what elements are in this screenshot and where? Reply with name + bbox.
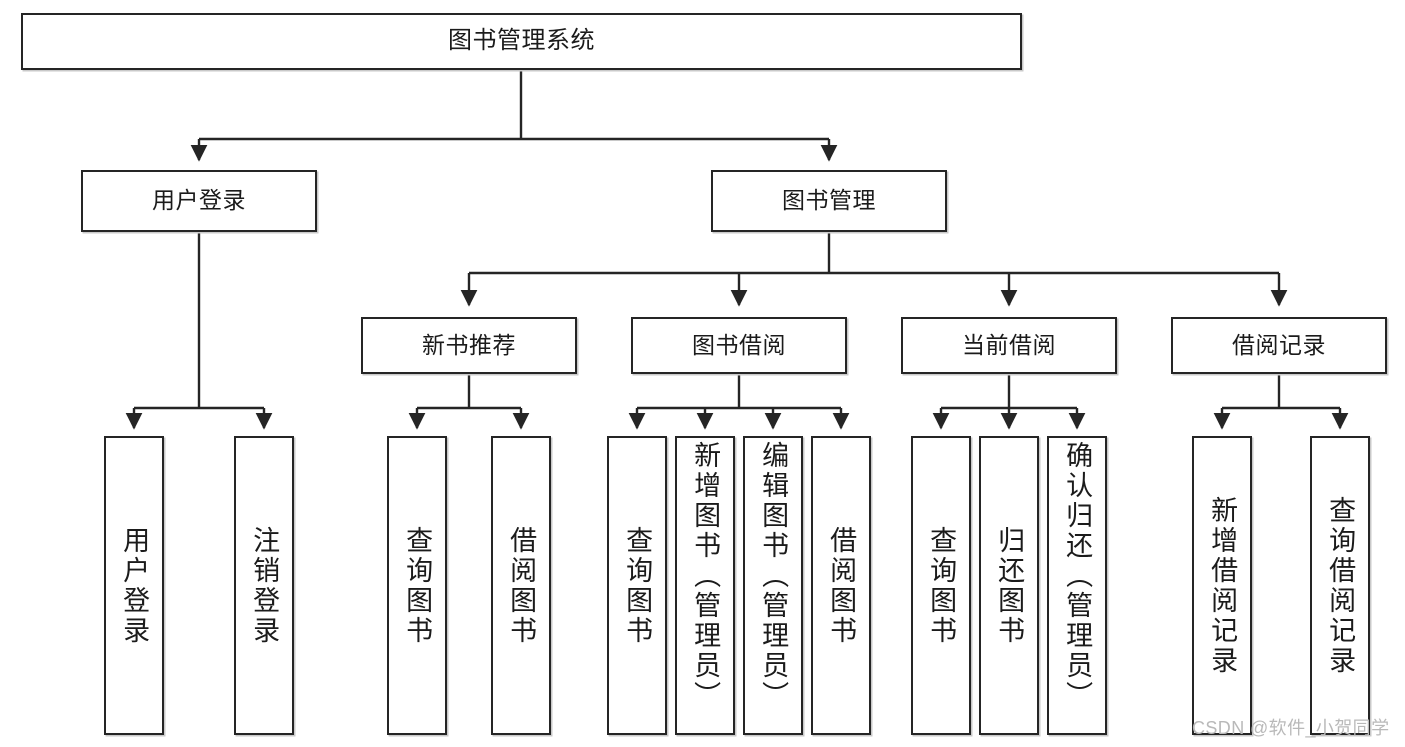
- node-label: 用户登录: [119, 525, 150, 646]
- node-label: 借阅图书: [826, 525, 857, 646]
- leaf-query-book-borrow[interactable]: 查询图书: [607, 436, 667, 735]
- node-label: 查询图书: [402, 525, 433, 646]
- leaf-query-book-current[interactable]: 查询图书: [911, 436, 971, 735]
- node-root-book-management-system[interactable]: 图书管理系统: [21, 13, 1022, 70]
- node-label: 借阅图书: [506, 525, 537, 646]
- leaf-edit-book-admin[interactable]: 编辑图书（管理员）: [743, 436, 803, 735]
- node-label: 图书管理系统: [448, 27, 595, 55]
- leaf-query-book-recommend[interactable]: 查询图书: [387, 436, 447, 735]
- node-current-borrow[interactable]: 当前借阅: [901, 317, 1117, 374]
- node-label: 新增借阅记录: [1207, 495, 1238, 676]
- node-label: 图书管理: [782, 187, 876, 214]
- leaf-confirm-return-admin[interactable]: 确认归还（管理员）: [1047, 436, 1107, 735]
- leaf-add-borrow-record[interactable]: 新增借阅记录: [1192, 436, 1252, 735]
- node-label: 新增图书（管理员）: [690, 441, 721, 711]
- node-book-management[interactable]: 图书管理: [711, 170, 947, 232]
- leaf-user-logout[interactable]: 注销登录: [234, 436, 294, 735]
- node-borrow-record[interactable]: 借阅记录: [1171, 317, 1387, 374]
- leaf-borrow-book-recommend[interactable]: 借阅图书: [491, 436, 551, 735]
- leaf-user-login[interactable]: 用户登录: [104, 436, 164, 735]
- node-label: 归还图书: [994, 525, 1025, 646]
- node-label: 确认归还（管理员）: [1062, 441, 1093, 711]
- node-label: 图书借阅: [692, 331, 786, 358]
- node-book-borrow[interactable]: 图书借阅: [631, 317, 847, 374]
- csdn-watermark: CSDN @软件_小贺同学: [1192, 718, 1390, 738]
- node-label: 编辑图书（管理员）: [758, 441, 789, 711]
- node-label: 查询图书: [926, 525, 957, 646]
- node-label: 借阅记录: [1232, 331, 1326, 358]
- node-label: 查询借阅记录: [1325, 495, 1356, 676]
- node-new-book-recommend[interactable]: 新书推荐: [361, 317, 577, 374]
- node-label: 查询图书: [622, 525, 653, 646]
- leaf-return-book[interactable]: 归还图书: [979, 436, 1039, 735]
- node-label: 当前借阅: [962, 331, 1056, 358]
- node-label: 用户登录: [152, 187, 246, 214]
- leaf-borrow-book[interactable]: 借阅图书: [811, 436, 871, 735]
- node-user-login[interactable]: 用户登录: [81, 170, 317, 232]
- node-label: 注销登录: [249, 525, 280, 646]
- leaf-add-book-admin[interactable]: 新增图书（管理员）: [675, 436, 735, 735]
- node-label: 新书推荐: [422, 331, 516, 358]
- leaf-query-borrow-record[interactable]: 查询借阅记录: [1310, 436, 1370, 735]
